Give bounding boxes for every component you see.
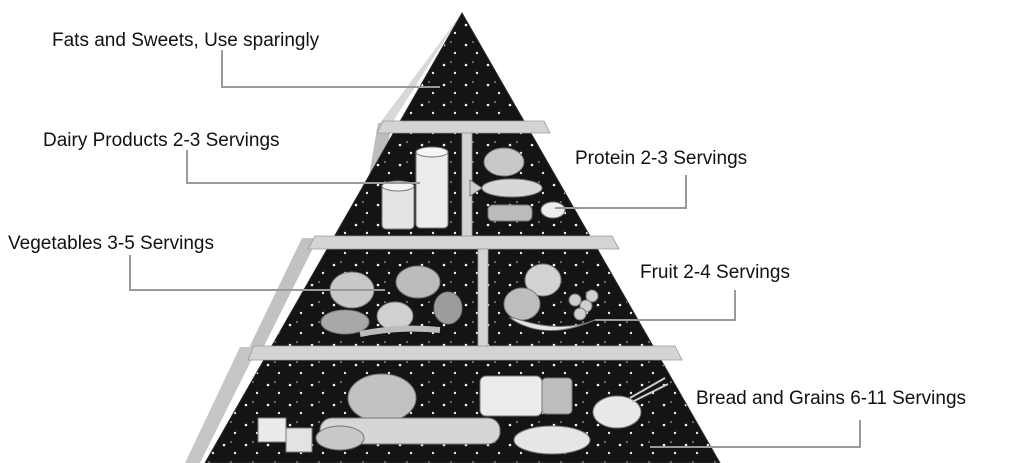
label-fats-and-sweets: Fats and Sweets, Use sparingly: [52, 30, 319, 52]
label-fruit: Fruit 2-4 Servings: [640, 262, 790, 284]
label-vegetables: Vegetables 3-5 Servings: [8, 233, 214, 255]
label-protein: Protein 2-3 Servings: [575, 148, 747, 170]
label-bread-and-grains: Bread and Grains 6-11 Servings: [696, 388, 966, 410]
label-dairy: Dairy Products 2-3 Servings: [43, 130, 280, 152]
